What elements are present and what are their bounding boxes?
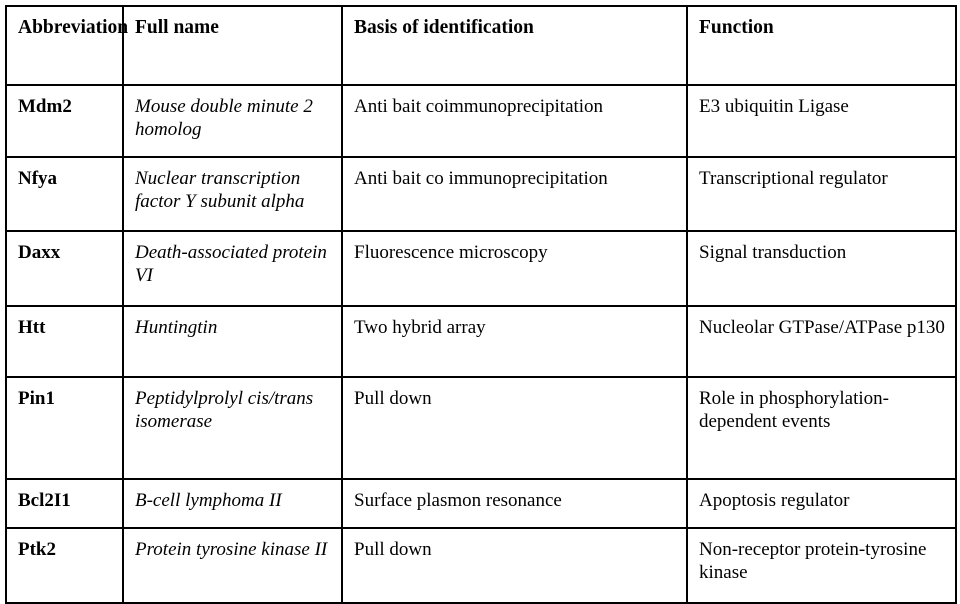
cell-full-name: Protein tyrosine kinase II: [122, 527, 343, 604]
column-header-function-label: Function: [699, 17, 774, 38]
column-header-full-name-label: Full name: [135, 17, 219, 38]
cell-abbreviation-text: Nfya: [18, 168, 58, 189]
cell-abbreviation-text: Pin1: [18, 388, 55, 409]
cell-basis-text: Anti bait coimmunoprecipitation: [354, 96, 604, 117]
cell-abbreviation: Pin1: [5, 376, 124, 480]
cell-abbreviation-text: Bcl2I1: [18, 490, 71, 511]
cell-abbreviation-text: Htt: [18, 317, 46, 338]
table-header-row: Abbreviation Full name Basis of identifi…: [5, 5, 957, 86]
cell-basis: Fluorescence microscopy: [341, 230, 688, 307]
cell-abbreviation: Nfya: [5, 156, 124, 232]
column-header-function: Function: [686, 5, 957, 86]
cell-full-name-text: Huntingtin: [135, 317, 218, 338]
table-row: Ptk2 Protein tyrosine kinase II Pull dow…: [5, 527, 957, 604]
cell-abbreviation: Mdm2: [5, 84, 124, 158]
cell-basis: Surface plasmon resonance: [341, 478, 688, 529]
cell-function-text: Non-receptor protein-tyrosine kinase: [699, 539, 927, 584]
protein-table-container: Abbreviation Full name Basis of identifi…: [5, 5, 957, 604]
cell-function-text: E3 ubiquitin Ligase: [699, 96, 849, 117]
cell-full-name: B-cell lymphoma II: [122, 478, 343, 529]
cell-basis-text: Fluorescence microscopy: [354, 242, 548, 263]
cell-full-name: Huntingtin: [122, 305, 343, 378]
table-row: Pin1 Peptidylprolyl cis/trans isomerase …: [5, 376, 957, 480]
cell-basis-text: Pull down: [354, 388, 432, 409]
cell-function-text: Transcriptional regulator: [699, 168, 888, 189]
cell-abbreviation-text: Mdm2: [18, 96, 72, 117]
cell-basis-text: Pull down: [354, 539, 432, 560]
cell-full-name-text: Protein tyrosine kinase II: [135, 539, 328, 560]
cell-full-name: Death-associated protein VI: [122, 230, 343, 307]
cell-function: Apoptosis regulator: [686, 478, 957, 529]
cell-basis: Pull down: [341, 527, 688, 604]
cell-full-name: Peptidylprolyl cis/trans isomerase: [122, 376, 343, 480]
cell-full-name: Nuclear transcription factor Y subunit a…: [122, 156, 343, 232]
table-row: Mdm2 Mouse double minute 2 homolog Anti …: [5, 84, 957, 158]
cell-basis: Anti bait coimmunoprecipitation: [341, 84, 688, 158]
cell-abbreviation-text: Ptk2: [18, 539, 56, 560]
cell-full-name-text: Nuclear transcription factor Y subunit a…: [135, 168, 305, 213]
column-header-basis-label: Basis of identification: [354, 17, 534, 38]
column-header-full-name: Full name: [122, 5, 343, 86]
cell-basis: Anti bait co immunoprecipitation: [341, 156, 688, 232]
table-row: Nfya Nuclear transcription factor Y subu…: [5, 156, 957, 232]
cell-function: Transcriptional regulator: [686, 156, 957, 232]
cell-abbreviation: Daxx: [5, 230, 124, 307]
cell-full-name-text: Peptidylprolyl cis/trans isomerase: [135, 388, 314, 433]
column-header-basis: Basis of identification: [341, 5, 688, 86]
cell-abbreviation: Htt: [5, 305, 124, 378]
table-row: Htt Huntingtin Two hybrid array Nucleola…: [5, 305, 957, 378]
cell-function-text: Apoptosis regulator: [699, 490, 850, 511]
cell-basis: Two hybrid array: [341, 305, 688, 378]
cell-basis: Pull down: [341, 376, 688, 480]
cell-function-text: Role in phosphorylation-dependent events: [699, 388, 889, 433]
table-row: Bcl2I1 B-cell lymphoma II Surface plasmo…: [5, 478, 957, 529]
cell-function: Nucleolar GTPase/ATPase p130: [686, 305, 957, 378]
cell-function-text: Signal transduction: [699, 242, 847, 263]
column-header-abbreviation: Abbreviation: [5, 5, 129, 86]
protein-abbreviation-table: Abbreviation Full name Basis of identifi…: [5, 5, 957, 604]
cell-function: Non-receptor protein-tyrosine kinase: [686, 527, 957, 604]
table-body: Mdm2 Mouse double minute 2 homolog Anti …: [5, 84, 957, 604]
cell-full-name-text: B-cell lymphoma II: [135, 490, 282, 511]
table-row: Daxx Death-associated protein VI Fluores…: [5, 230, 957, 307]
cell-abbreviation: Bcl2I1: [5, 478, 124, 529]
cell-full-name: Mouse double minute 2 homolog: [122, 84, 343, 158]
cell-abbreviation: Ptk2: [5, 527, 124, 604]
table-header: Abbreviation Full name Basis of identifi…: [5, 5, 957, 86]
cell-basis-text: Surface plasmon resonance: [354, 490, 562, 511]
cell-abbreviation-text: Daxx: [18, 242, 61, 263]
cell-full-name-text: Death-associated protein VI: [135, 242, 327, 287]
cell-function: Role in phosphorylation-dependent events: [686, 376, 957, 480]
cell-function: Signal transduction: [686, 230, 957, 307]
cell-full-name-text: Mouse double minute 2 homolog: [135, 96, 313, 141]
column-header-abbreviation-label: Abbreviation: [18, 17, 129, 38]
cell-function-text: Nucleolar GTPase/ATPase p130: [699, 317, 945, 338]
cell-function: E3 ubiquitin Ligase: [686, 84, 957, 158]
cell-basis-text: Anti bait co immunoprecipitation: [354, 168, 608, 189]
cell-basis-text: Two hybrid array: [354, 317, 486, 338]
